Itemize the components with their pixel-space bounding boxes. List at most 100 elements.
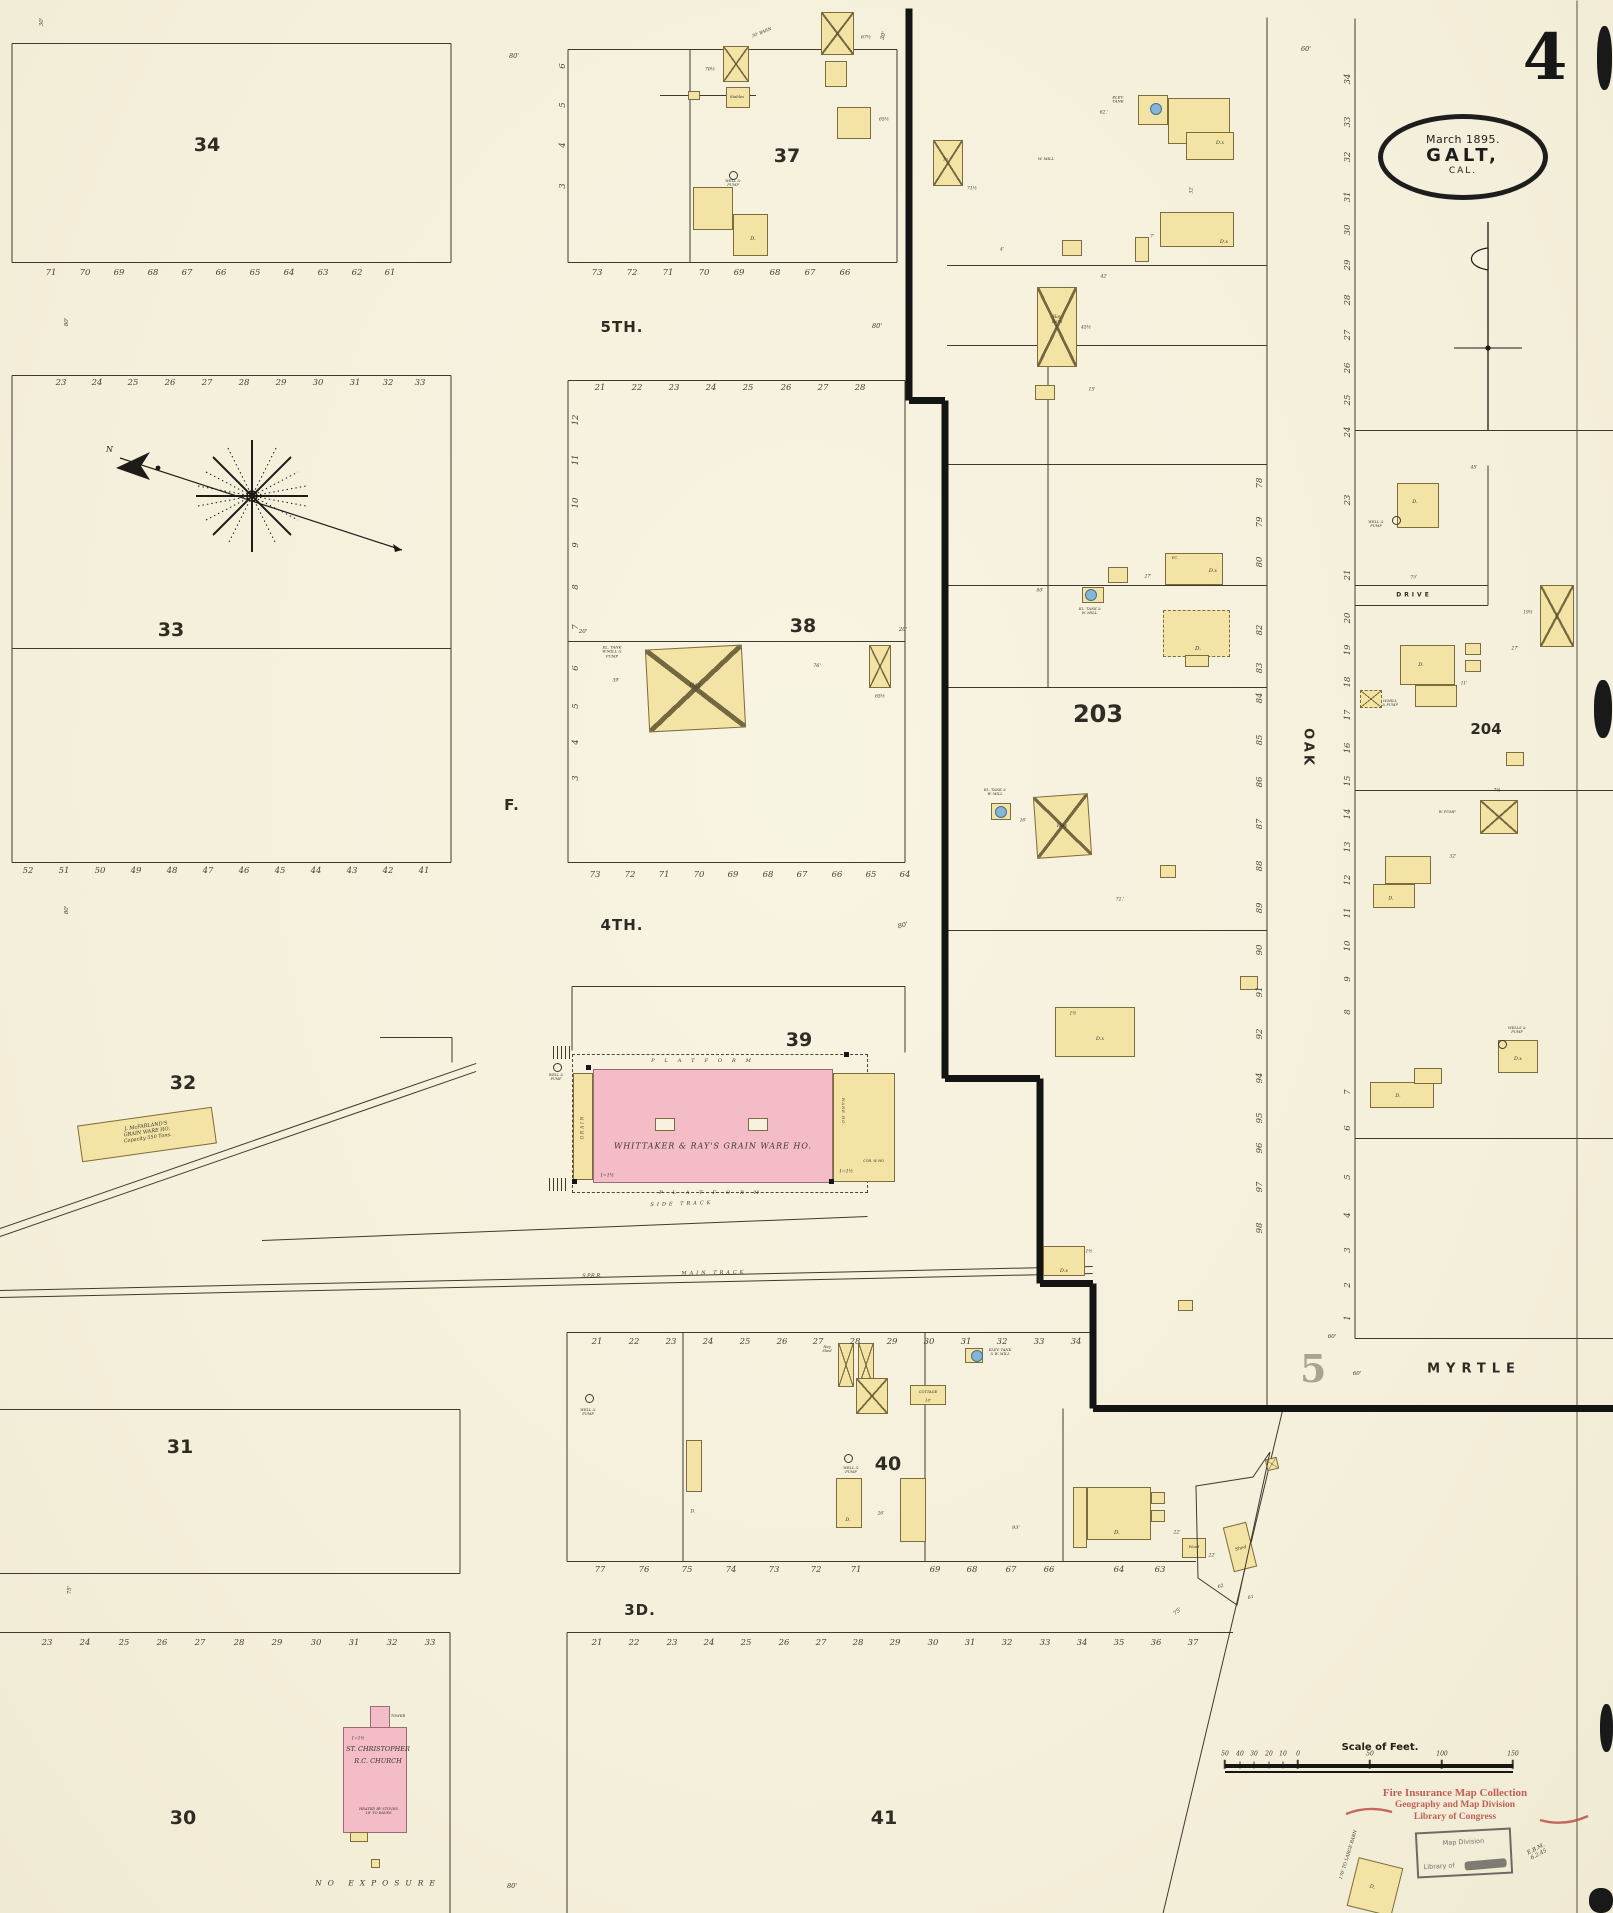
annotation: 65½	[878, 117, 890, 123]
lot-number: 15	[1342, 775, 1353, 787]
lot-number: 86	[1254, 776, 1265, 788]
red-stamp-line3: Library of Congress	[1413, 1811, 1497, 1822]
lot-number: 72	[810, 1564, 822, 1575]
lot-number: 19	[1342, 644, 1353, 656]
map-division-stamp: Map Division Library of	[1414, 1827, 1514, 1879]
black-stamp-line1: Map Division	[1442, 1836, 1485, 1848]
lot-number: 8	[1342, 1009, 1353, 1015]
lot-number: 67	[804, 267, 816, 278]
annotation: 45½	[1080, 325, 1092, 331]
street-name: MYRTLE	[1427, 1361, 1521, 1377]
map-line	[12, 261, 451, 263]
lot-number: 73	[591, 267, 603, 278]
platform-post-icon	[844, 1052, 849, 1057]
annotation: 30'	[38, 17, 45, 27]
lot-number: 46	[238, 865, 250, 876]
annotation: 60'	[1352, 1370, 1362, 1377]
scan-edge-artifact	[1597, 26, 1612, 90]
map-line	[1062, 1408, 1064, 1561]
lot-number: 34	[1070, 1336, 1082, 1347]
lot-number: 18	[1342, 676, 1353, 688]
map-line	[0, 1572, 460, 1574]
building	[686, 1440, 702, 1492]
map-line	[380, 1036, 452, 1038]
lot-number: 12	[1342, 874, 1353, 886]
building	[1240, 976, 1258, 990]
lot-number: 30	[927, 1637, 939, 1648]
loc-red-stamp: Fire Insurance Map Collection Geography …	[1310, 1787, 1600, 1823]
building	[856, 1378, 888, 1414]
compass-rose-icon: N	[105, 440, 403, 552]
lot-number: 47	[202, 865, 214, 876]
lot-number: 37	[1187, 1637, 1199, 1648]
lot-number: 26	[776, 1336, 788, 1347]
lot-number: 24	[1342, 426, 1353, 438]
lot-number: 67	[1005, 1564, 1017, 1575]
annotation: D.x	[1215, 140, 1225, 147]
block-number: 30	[169, 1806, 197, 1829]
lot-number: 94	[1254, 1072, 1265, 1084]
map-line	[566, 1632, 568, 1913]
lot-number: 24	[703, 1637, 715, 1648]
annotation: 27'	[1511, 646, 1519, 652]
lot-number: 71	[45, 267, 57, 278]
building	[1540, 585, 1574, 647]
lot-number: 68	[769, 267, 781, 278]
annotation: 60'	[1300, 45, 1312, 54]
annotation: D.	[1418, 662, 1424, 669]
lot-number: 21	[1342, 569, 1353, 581]
lot-number: 96	[1254, 1142, 1265, 1154]
lot-number: 24	[79, 1637, 91, 1648]
lot-number: 41	[418, 865, 430, 876]
building	[869, 645, 891, 688]
lot-number: 70	[698, 267, 710, 278]
building	[1506, 752, 1524, 766]
scan-edge-artifact	[1594, 680, 1612, 738]
annotation: S.P.R.R.	[582, 1272, 602, 1280]
lot-number: 44	[310, 865, 322, 876]
lot-number: 25	[739, 1336, 751, 1347]
building	[1465, 660, 1481, 672]
building	[748, 1118, 768, 1131]
annotation: 72.'	[1115, 897, 1125, 903]
map-line	[1355, 429, 1613, 431]
map-line	[12, 42, 451, 44]
lot-number: 28	[1342, 294, 1353, 306]
map-line	[568, 261, 897, 263]
building	[1037, 287, 1077, 367]
annotation: HEATED BY STOVES. 18' TO EAVES.	[359, 1806, 399, 1815]
water-tank-icon	[971, 1350, 983, 1362]
lot-number: 42	[382, 865, 394, 876]
building	[821, 12, 854, 55]
map-line	[567, 1560, 1196, 1562]
annotation: W. PUMP	[1438, 809, 1456, 814]
lot-number: 3	[1342, 1247, 1353, 1253]
lot-number: 23	[1342, 494, 1353, 506]
annotation: D.	[1412, 499, 1418, 506]
block-number: 31	[166, 1435, 194, 1458]
lot-number: 36	[1150, 1637, 1162, 1648]
lot-number: 28	[849, 1336, 861, 1347]
lot-number: 3	[557, 183, 568, 189]
annotation: ELEV. TANK	[1112, 94, 1124, 104]
annotation: Hay	[1056, 823, 1068, 830]
lot-number: 65	[249, 267, 261, 278]
lot-number: 23	[668, 382, 680, 393]
lot-number: 64	[283, 267, 295, 278]
annotation: Wood	[1188, 1543, 1200, 1549]
block-number: 32	[169, 1071, 197, 1094]
annotation: WELL & PUMP	[843, 1465, 859, 1474]
black-stamp-line2: Library of	[1423, 1861, 1455, 1872]
lot-number: 27	[812, 1336, 824, 1347]
building	[1385, 856, 1431, 884]
lot-number: 4	[570, 739, 581, 745]
lot-number: 5	[557, 102, 568, 108]
lot-number: 35	[1113, 1637, 1125, 1648]
lot-number: 32	[1342, 151, 1353, 163]
block-number: 40	[874, 1452, 902, 1475]
lot-number: 73	[589, 869, 601, 880]
annotation: ST. CHRISTOPHER	[346, 1745, 410, 1754]
annotation: 75'	[1172, 1606, 1184, 1617]
annotation: D.x	[1208, 568, 1218, 575]
